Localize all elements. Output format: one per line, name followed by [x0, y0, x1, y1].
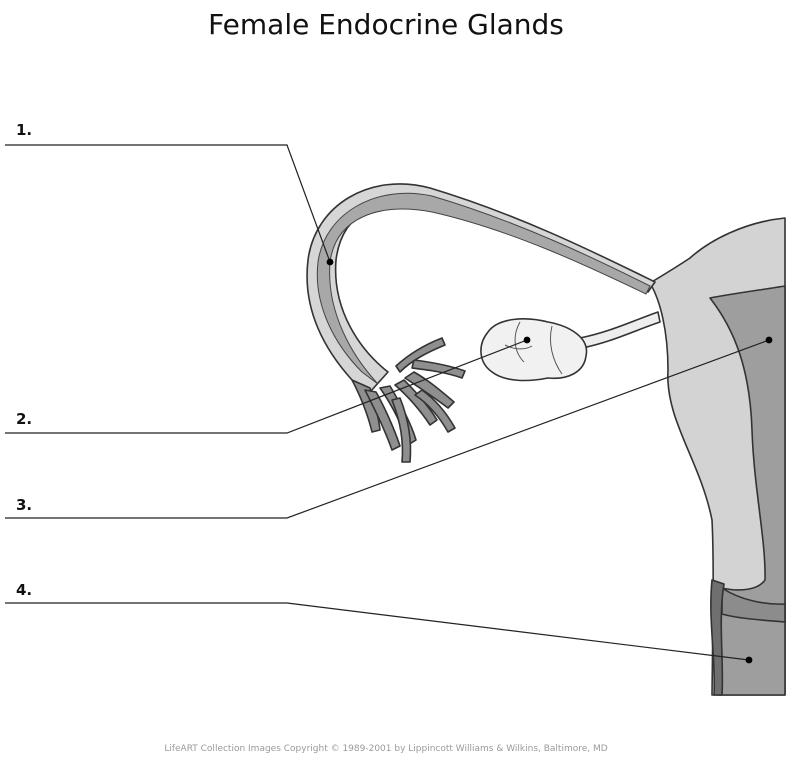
ovarian-ligament: [579, 311, 661, 349]
leader-line-4: [5, 602, 753, 664]
leader-dot-4: [745, 656, 753, 664]
fallopian-tube-lumen: [316, 192, 651, 385]
leader-dot-1: [326, 258, 334, 266]
copyright-credit: LifeART Collection Images Copyright © 19…: [164, 744, 607, 754]
cervix-edge: [710, 579, 725, 696]
leader-line-2: [5, 336, 531, 434]
ovary-lobe-lines: [504, 321, 563, 375]
leader-dot-3: [765, 336, 773, 344]
leader-line-3: [5, 336, 773, 519]
leader-line-1: [5, 144, 334, 266]
label-number-3: 3.: [16, 496, 32, 514]
label-number-1: 1.: [16, 121, 32, 139]
ovary: [480, 318, 588, 382]
cervical-canal: [721, 587, 786, 623]
fimbriae: [351, 337, 466, 463]
anatomy-illustration: [306, 183, 786, 696]
label-number-4: 4.: [16, 581, 32, 599]
page-title: Female Endocrine Glands: [208, 8, 564, 41]
label-number-2: 2.: [16, 410, 32, 428]
leader-dot-2: [523, 336, 531, 344]
